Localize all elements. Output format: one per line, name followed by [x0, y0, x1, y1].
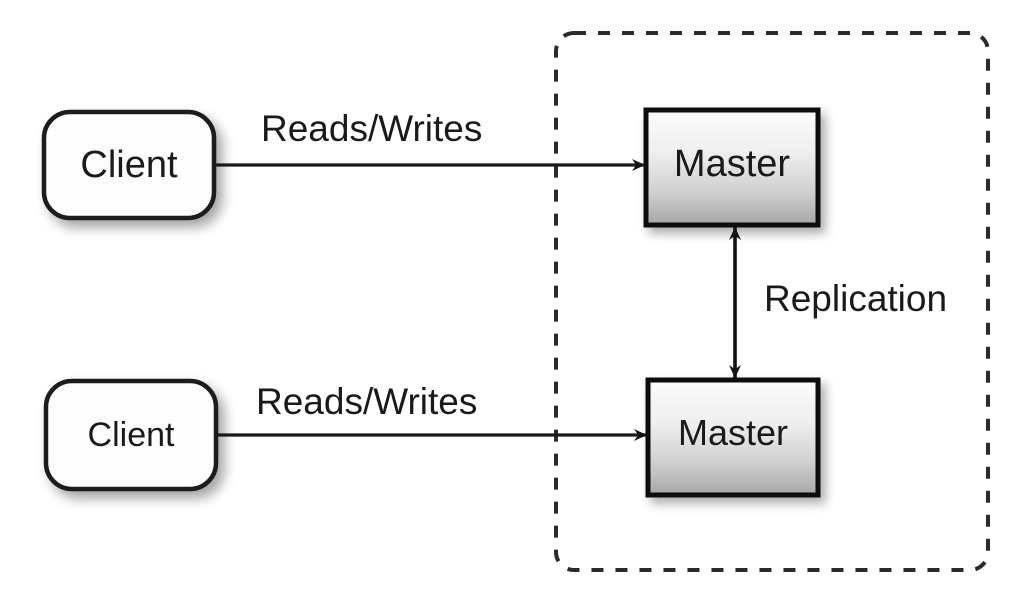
- node-master-2-label: Master: [677, 412, 789, 453]
- edge-client1-master1-label: Reads/Writes: [261, 108, 483, 149]
- node-client-1-label: Client: [80, 144, 178, 186]
- node-master-1[interactable]: [643, 107, 821, 228]
- node-master-2[interactable]: [645, 377, 821, 498]
- node-client-2-label: Client: [87, 416, 175, 454]
- edge-master1-master2-label: Replication: [764, 278, 948, 319]
- edge-client2-master2-label: Reads/Writes: [256, 381, 478, 422]
- node-master-1-label: Master: [673, 143, 791, 185]
- replication-cluster-boundary: [554, 31, 990, 572]
